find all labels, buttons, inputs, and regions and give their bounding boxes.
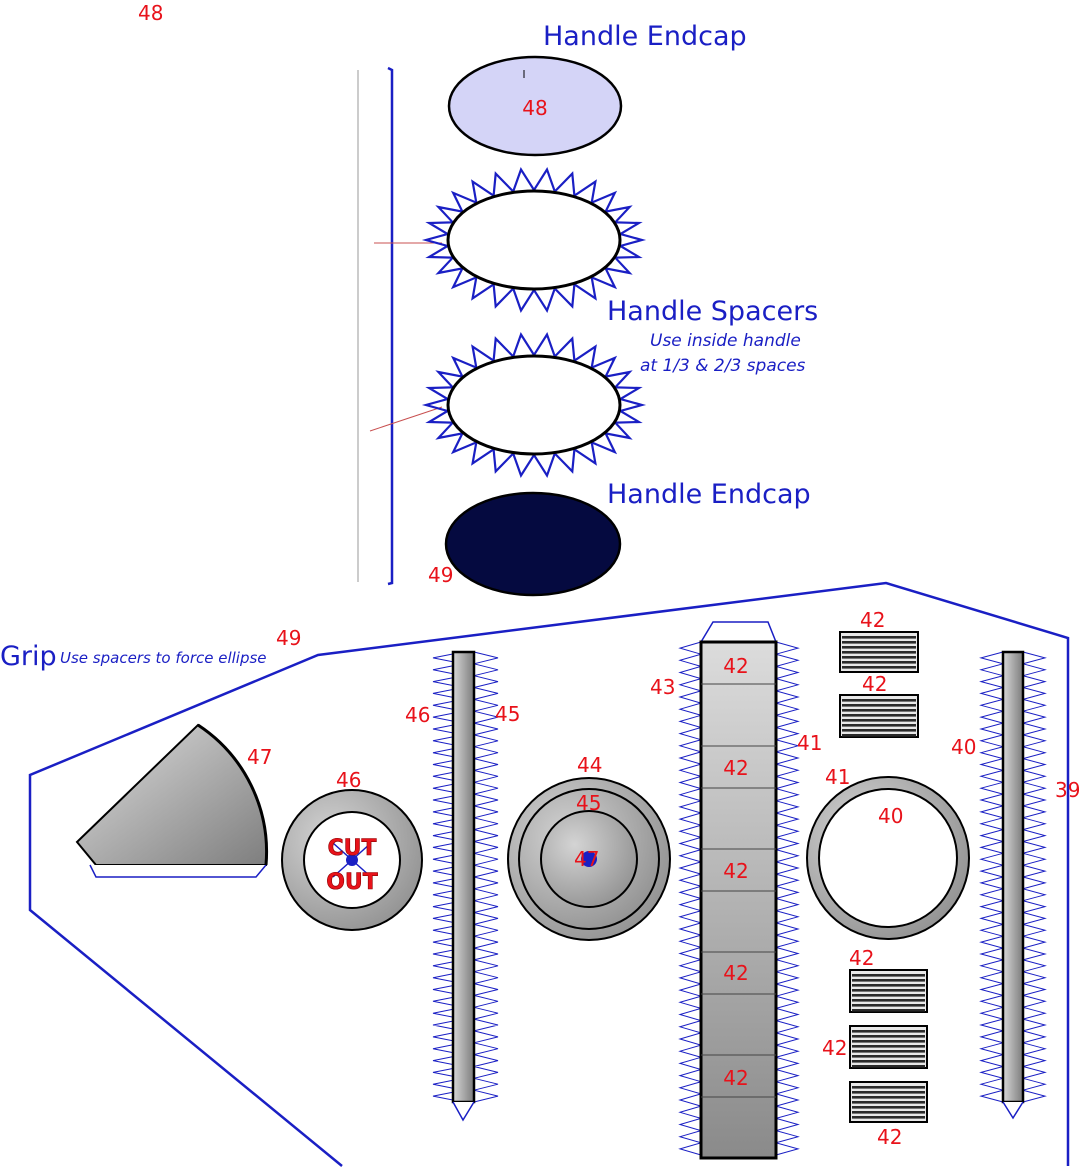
small-block [839,694,919,738]
endcap-top-ellipse [447,55,623,157]
small-block [849,969,928,1013]
grip-title: Grip [0,641,57,672]
handle-spacer-1 [421,167,647,313]
small-block [839,631,919,673]
small-block-label: 42 [860,608,885,632]
small-block-label: 42 [849,946,874,970]
wedge-label: 47 [247,745,272,769]
page-number-label: 48 [138,1,163,25]
grip-strip-left [432,650,499,1122]
grip-wedge-part [75,723,269,878]
column-segment-label: 42 [723,859,748,883]
handle-length-bracket [387,66,394,586]
cutout-ring-part [281,789,423,931]
column-segment-label: 42 [723,654,748,678]
ring-label: 46 [336,768,361,792]
small-block-label: 42 [877,1125,902,1149]
endcap-top-label: 48 [522,96,547,120]
endcap-bottom-title: Handle Endcap [607,479,811,510]
strip-right-label-left: 40 [951,735,976,759]
strip-left-label-a: 46 [405,703,430,727]
strip-left-label-b: 45 [495,702,520,726]
spacers-title: Handle Spacers [607,296,818,327]
spacers-note-line2: at 1/3 & 2/3 spaces [640,356,806,376]
endcap-bottom-ellipse [444,491,622,597]
grip-strip-right [979,650,1047,1120]
grip-disc-part [507,777,671,941]
ring-right-outer-label: 41 [825,765,850,789]
column-side-label-right: 41 [797,731,822,755]
handle-spacer-2 [421,332,647,478]
disc-center-label: 47 [574,847,599,871]
grip-center-column [678,621,800,1160]
endcap-top-title: Handle Endcap [543,21,747,52]
disc-inner-label: 45 [576,791,601,815]
grip-note: Use spacers to force ellipse [60,649,267,667]
spacers-note-line1: Use inside handle [650,331,801,351]
grip-corner-label: 49 [276,626,301,650]
endcap-bottom-label: 49 [428,563,453,587]
column-side-label-left: 43 [650,675,675,699]
cutout-text-line2: OUT [326,870,378,895]
column-segment-label: 42 [723,961,748,985]
grip-outline [28,581,1070,1167]
small-block [849,1081,928,1123]
spacer-pointer-line [369,406,443,432]
column-segment-label: 42 [723,1066,748,1090]
ring-right-inner-label: 40 [878,804,903,828]
small-block-label: 42 [862,672,887,696]
small-block-label: 42 [822,1036,847,1060]
grip-ring-right-part [806,776,970,940]
column-segment-label: 42 [723,756,748,780]
cutout-text-line1: CUT [327,836,376,861]
small-block [849,1025,928,1069]
strip-right-label-right: 39 [1055,778,1079,802]
disc-outer-label: 44 [577,753,602,777]
